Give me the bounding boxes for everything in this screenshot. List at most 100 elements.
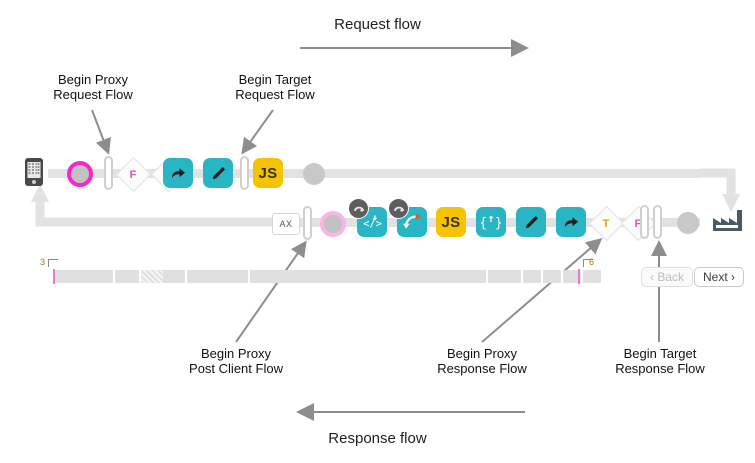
flow-divider-pill[interactable]	[104, 156, 113, 190]
leader-begin-proxy-post-client	[235, 240, 307, 343]
timeline-segment[interactable]	[188, 270, 248, 283]
share-arrow-icon	[556, 207, 586, 237]
callout-begin-proxy-request-flow: Begin Proxy Request Flow	[0, 72, 186, 102]
service-callout-policy[interactable]	[556, 207, 586, 237]
timeline-gap	[139, 270, 141, 283]
timeline-bracket-left	[48, 259, 58, 267]
timeline-segment-hatched[interactable]	[141, 270, 163, 283]
timeline-segment[interactable]	[55, 270, 113, 283]
response-end-dot[interactable]	[677, 212, 699, 234]
timeline-gap	[248, 270, 250, 283]
flow-divider-pill[interactable]	[653, 205, 662, 239]
raise-fault-policy[interactable]	[388, 198, 427, 237]
analytics-node[interactable]: AX	[272, 213, 300, 235]
timeline-gap	[581, 270, 583, 283]
timeline-gap	[541, 270, 543, 283]
svg-text:{ }: { }	[481, 216, 501, 231]
callout-begin-proxy-response-flow: Begin Proxy Response Flow	[382, 346, 582, 376]
svg-text:</>: </>	[363, 217, 382, 229]
timeline-gap	[521, 270, 523, 283]
timeline-gap	[561, 270, 563, 283]
callout-line-1: Begin Target	[623, 346, 697, 361]
timeline-segment[interactable]	[489, 270, 521, 283]
pill-shape	[303, 206, 312, 240]
request-start-dot[interactable]	[67, 161, 93, 187]
assign-message-policy[interactable]	[516, 207, 546, 237]
json-policy[interactable]: { }	[476, 207, 506, 237]
pencil-icon	[516, 207, 546, 237]
ax-box: AX	[272, 213, 300, 235]
condition-false-diamond[interactable]: F	[113, 156, 153, 192]
share-arrow-icon	[163, 158, 193, 188]
pill-shape	[240, 156, 249, 190]
timeline-segment[interactable]	[165, 270, 185, 283]
timeline-gap	[113, 270, 115, 283]
callout-line-2: Request Flow	[53, 87, 133, 102]
flow-divider-pill[interactable]	[640, 205, 649, 239]
braces-icon: { }	[476, 207, 506, 237]
callout-line-2: Response Flow	[615, 361, 705, 376]
javascript-policy[interactable]: JS	[253, 158, 283, 188]
ax-label: AX	[279, 219, 293, 229]
callout-line-1: Begin Proxy	[57, 72, 129, 87]
timeline-marker-left[interactable]	[53, 269, 55, 284]
timeline-tag-right: 6	[589, 257, 595, 267]
start-dot-shape	[67, 161, 93, 187]
xml-policy[interactable]: </>	[348, 198, 387, 237]
next-button[interactable]: Next ›	[694, 267, 745, 287]
timeline-segment[interactable]	[523, 270, 541, 283]
timeline-segment[interactable]	[563, 270, 581, 283]
callout-begin-target-response-flow: Begin Target Response Flow	[574, 346, 746, 376]
javascript-policy[interactable]: JS	[436, 207, 466, 237]
leader-begin-target-request	[241, 109, 274, 155]
back-button[interactable]: ‹ Back	[641, 267, 694, 287]
leader-begin-proxy-response	[481, 238, 603, 343]
timeline-bracket-right	[583, 259, 593, 267]
end-dot-shape	[677, 212, 699, 234]
js-label: JS	[441, 213, 461, 231]
start-dot-shape	[320, 211, 346, 237]
leader-begin-proxy-request	[91, 109, 111, 155]
post-client-start-dot[interactable]	[320, 211, 346, 237]
pill-shape	[653, 205, 662, 239]
callout-line-1: Begin Target	[238, 72, 312, 87]
flow-divider-pill[interactable]	[303, 206, 312, 240]
code-icon: </>	[348, 198, 387, 237]
callout-begin-target-request-flow: Begin Target Request Flow	[182, 72, 368, 102]
timeline-tag-left: 3	[40, 257, 46, 267]
condition-false-diamond[interactable]: F	[618, 205, 658, 241]
request-flow-title: Request flow	[334, 16, 421, 33]
diamond-shape: F	[620, 205, 656, 241]
js-badge: JS	[436, 207, 466, 237]
timeline-segment[interactable]	[251, 270, 486, 283]
flow-divider-pill[interactable]	[240, 156, 249, 190]
response-flow-title: Response flow	[328, 430, 427, 447]
callout-line-1: Begin Proxy	[446, 346, 518, 361]
callout-line-2: Response Flow	[437, 361, 527, 376]
pill-shape	[104, 156, 113, 190]
js-label: JS	[258, 164, 278, 182]
request-end-dot[interactable]	[303, 163, 325, 185]
timeline-segment[interactable]	[583, 270, 601, 283]
right-wrap-connector	[700, 168, 736, 196]
hook-badge-icon	[388, 198, 409, 219]
hook-badge-icon	[348, 198, 369, 219]
request-rail	[48, 169, 700, 178]
timeline-segment[interactable]	[117, 270, 139, 283]
callout-line-1: Begin Proxy	[200, 346, 272, 361]
timeline-gap	[486, 270, 488, 283]
end-dot-shape	[303, 163, 325, 185]
timeline-gap	[185, 270, 187, 283]
mobile-phone-icon	[24, 157, 44, 187]
diamond-shape: F	[115, 156, 151, 192]
js-badge: JS	[253, 158, 283, 188]
service-callout-policy[interactable]	[163, 158, 193, 188]
diamond-label: F	[129, 167, 137, 180]
pencil-icon	[203, 158, 233, 188]
timeline-segment[interactable]	[543, 270, 561, 283]
timeline-marker-right[interactable]	[578, 269, 580, 284]
assign-message-policy[interactable]	[203, 158, 233, 188]
left-wrap-connector	[35, 200, 280, 227]
callout-line-2: Post Client Flow	[189, 361, 283, 376]
callout-begin-proxy-post-client-flow: Begin Proxy Post Client Flow	[136, 346, 336, 376]
